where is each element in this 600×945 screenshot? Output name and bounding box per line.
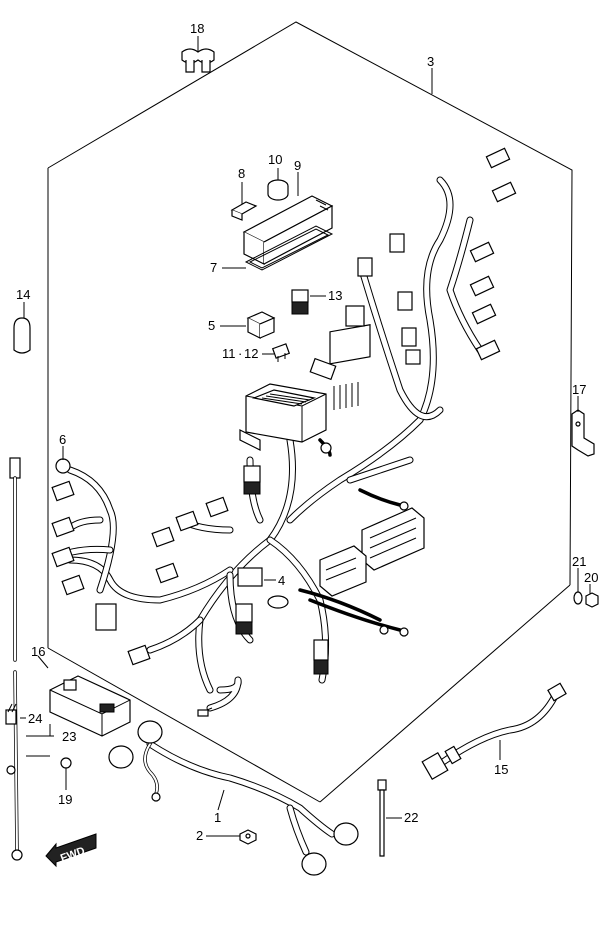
callout-22: 22 [404, 810, 418, 825]
cap-part-14 [13, 317, 31, 354]
cable-tie-part-22 [377, 779, 387, 857]
callout-3: 3 [427, 54, 434, 69]
callout-19: 19 [58, 792, 72, 807]
callout-7: 7 [210, 260, 217, 275]
callout-23: 23 [62, 729, 76, 744]
callout-9: 9 [294, 158, 301, 173]
callout-16: 16 [31, 644, 45, 659]
holder-part-16 [49, 675, 131, 737]
callout-12: 12 [244, 346, 258, 361]
leader-lines [20, 36, 591, 837]
bracket-part-17 [571, 409, 595, 457]
main-harness-part-3 [51, 147, 517, 717]
callout-2: 2 [196, 828, 203, 843]
callout-13: 13 [328, 288, 342, 303]
callout-1: 1 [214, 810, 221, 825]
callout-10: 10 [268, 152, 282, 167]
callout-sep: · [238, 346, 242, 361]
harness-part-1 [108, 720, 359, 876]
callout-6: 6 [59, 432, 66, 447]
callout-11: 11 [222, 346, 236, 361]
callout-15: 15 [494, 762, 508, 777]
cap-part-10 [267, 179, 289, 201]
callout-20: 20 [584, 570, 598, 585]
nut-part-2 [239, 829, 257, 845]
callout-18: 18 [190, 21, 204, 36]
harness-part-15 [421, 682, 567, 780]
callout-17: 17 [572, 382, 586, 397]
callout-8: 8 [238, 166, 245, 181]
assembly-outline [47, 21, 573, 803]
forward-arrow-icon: FWD [45, 833, 97, 868]
connector-part-13 [291, 289, 309, 315]
clip-part-18 [181, 48, 215, 73]
callout-21: 21 [572, 554, 586, 569]
screw-part-19 [60, 757, 72, 778]
relay-part-5 [246, 311, 276, 339]
callout-14: 14 [16, 287, 30, 302]
sensor-cable [5, 457, 23, 861]
callout-5: 5 [208, 318, 215, 333]
callout-labels: 18 3 10 9 8 7 14 13 5 11 · 12 17 6 21 20… [16, 21, 598, 843]
fuse-part-11-12 [271, 343, 291, 362]
callout-24: 24 [28, 711, 42, 726]
bracket-part-8 [230, 201, 258, 221]
nut-part-20 [585, 592, 599, 608]
gasket-part-7 [244, 225, 334, 271]
callout-4: 4 [278, 573, 285, 588]
washer-part-21 [573, 591, 583, 605]
